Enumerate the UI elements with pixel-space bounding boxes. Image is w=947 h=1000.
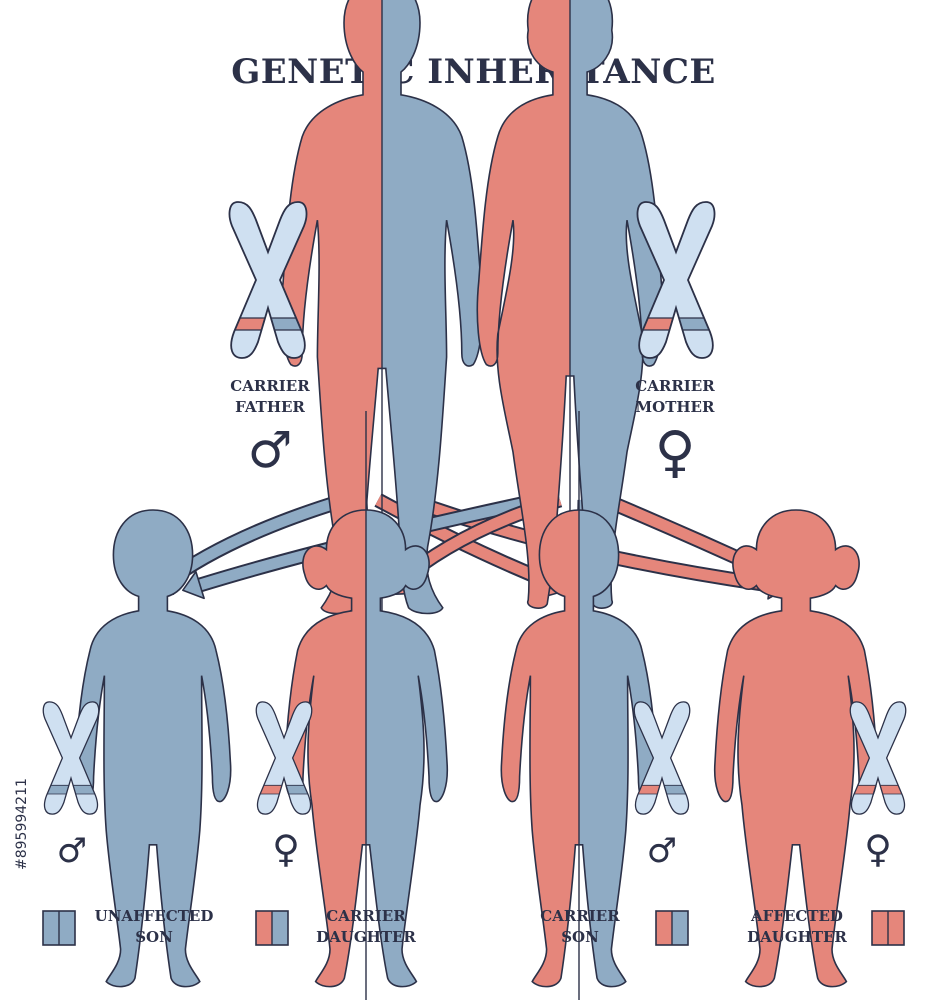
female-symbol-icon: ♀	[272, 827, 300, 871]
page-title: GENETIC INHERITANCE	[231, 52, 716, 92]
carrier-daughter-swatch	[255, 910, 289, 946]
child-label-line1: UNAFFECTED	[94, 907, 214, 925]
child-label-line2: DAUGHTER	[316, 928, 416, 946]
father-label-line1: CARRIER	[230, 377, 310, 395]
child-label-carrier-son: CARRIER SON	[510, 906, 650, 948]
mother-label-line1: CARRIER	[635, 377, 715, 395]
child-label-carrier-daughter: CARRIER DAUGHTER	[296, 906, 436, 948]
child-label-line1: CARRIER	[540, 907, 620, 925]
female-symbol-icon: ♀	[864, 827, 892, 871]
stock-id-text: #895994211	[14, 778, 30, 870]
inheritance-arrows	[149, 492, 810, 600]
child-label-line1: AFFECTED	[751, 907, 843, 925]
male-symbol-icon: ♂	[247, 421, 293, 479]
child-label-line1: CARRIER	[326, 907, 406, 925]
unaffected-son-swatch	[42, 910, 76, 946]
female-symbol-icon: ♀	[654, 420, 696, 485]
mother-label-line2: MOTHER	[635, 398, 715, 416]
figures-layer	[42, 0, 907, 1000]
father-label-line2: FATHER	[235, 398, 305, 416]
carrier-daughter-chromosome	[255, 701, 313, 815]
child-label-affected-daughter: AFFECTED DAUGHTER	[727, 906, 867, 948]
carrier-son-figure	[500, 411, 658, 1000]
child-label-line2: SON	[561, 928, 599, 946]
male-symbol-icon: ♂	[56, 831, 88, 871]
child-label-line2: DAUGHTER	[747, 928, 847, 946]
stock-id: #895994211	[14, 770, 30, 970]
child-label-unaffected-son: UNAFFECTED SON	[84, 906, 224, 948]
mother-label: CARRIER MOTHER	[625, 376, 725, 418]
affected-daughter-chromosome	[849, 701, 907, 815]
father-label: CARRIER FATHER	[220, 376, 320, 418]
male-symbol-icon: ♂	[646, 831, 678, 871]
child-label-line2: SON	[135, 928, 173, 946]
carrier-daughter-figure	[283, 411, 449, 1000]
carrier-son-swatch	[655, 910, 689, 946]
affected-daughter-swatch	[871, 910, 905, 946]
